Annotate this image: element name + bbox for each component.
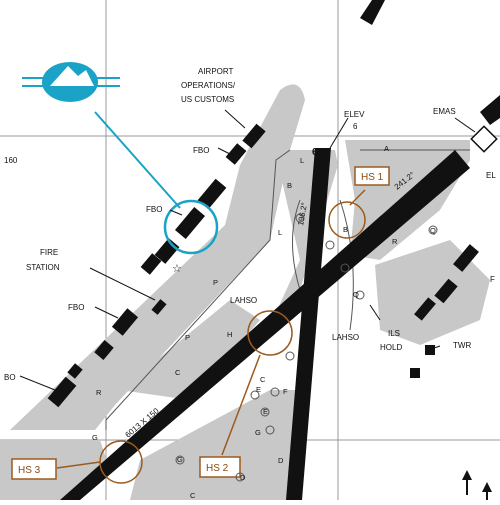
building-fbo-2 [174, 207, 206, 239]
label-runway-6l: 6L [312, 147, 324, 158]
taxiway-letter: L [278, 228, 282, 237]
taxiway-letter: P [213, 278, 218, 287]
label-airport-ops-2: OPERATIONS/ [181, 81, 236, 90]
label-emas: EMAS [433, 107, 456, 116]
emas-marker [470, 125, 498, 153]
taxiway-letter: L [300, 156, 304, 165]
star-marker: ☆ [172, 263, 182, 275]
label-airport-ops-1: AIRPORT [198, 67, 234, 76]
label-fbo-mid: FBO [146, 205, 162, 214]
hotspots [56, 189, 366, 484]
building-fbo-1 [197, 178, 227, 210]
building-east-2 [434, 278, 458, 304]
north-arrow-icon [462, 470, 472, 495]
label-fire-station-2: STATION [26, 263, 60, 272]
taxiway-letter: D [278, 456, 284, 465]
hotspot-box-2 [199, 456, 241, 478]
taxiway-letter: D [240, 473, 246, 482]
taxiway-letter: Q [430, 226, 436, 235]
mountain-icon [50, 66, 94, 86]
runway-6013x150 [60, 150, 470, 500]
label-right-f: F [490, 275, 495, 284]
north-arrows [462, 470, 492, 500]
taxiway-letter: G [255, 428, 261, 437]
taxiway-letter: B [287, 181, 292, 190]
leader-lines [19, 109, 476, 391]
callout-circle [163, 199, 219, 255]
taxiway-letter: E [256, 385, 261, 394]
callout-group [22, 62, 219, 255]
building-tower [425, 345, 435, 355]
west-taxi-strip [120, 300, 260, 400]
hotspot-circle-2 [247, 310, 293, 356]
main-apron [10, 84, 305, 430]
label-elev-right: EL [486, 171, 496, 180]
label-heading-left: 160 [4, 156, 18, 165]
building-fbo-4 [140, 253, 162, 275]
runway-top-right [360, 0, 385, 25]
building-southeast [410, 368, 420, 378]
taxiway-letter: Q [353, 290, 359, 299]
building-west-2 [47, 376, 77, 408]
taxiway-letter: H [227, 330, 232, 339]
label-airport-ops-3: US CUSTOMS [181, 95, 234, 104]
north-arrow-icon-2 [482, 482, 492, 500]
taxiway-letters: L L B B A R Q P P H G C C F G G E D G D … [92, 144, 436, 500]
label-ils-hold-2: HOLD [380, 343, 402, 352]
paved-areas [0, 84, 490, 500]
taxiway-letter: A [384, 144, 389, 153]
taxiway-letter: F [283, 387, 288, 396]
building-west-1 [67, 363, 83, 379]
hotspot-box-3 [11, 458, 57, 480]
runways [60, 0, 500, 500]
hotspot-box-1 [354, 166, 390, 186]
label-lahso-lower: LAHSO [332, 333, 359, 342]
hotspot-label-2: HS 2 [206, 463, 229, 474]
label-fbo-bottom: BO [4, 373, 16, 382]
south-apron [130, 390, 300, 500]
buildings [47, 123, 498, 408]
label-fire-station-1: FIRE [40, 248, 58, 257]
taxiway-letter: B [312, 191, 317, 200]
taxiway-letter: C [190, 491, 196, 500]
taxiway-letter: G [241, 345, 247, 354]
taxiway-letter: C [175, 368, 181, 377]
building-fbo-left-2 [94, 340, 114, 360]
taxiway-letter: S [372, 228, 377, 237]
runway-6l-24r [286, 148, 331, 500]
taxiway-letter: P [185, 333, 190, 342]
taxiway-letter: G [92, 433, 98, 442]
hotspot-circle-1 [328, 201, 366, 239]
hotspot-label-1: HS 1 [361, 172, 384, 183]
label-fbo-left: FBO [68, 303, 84, 312]
hotspot-label-3: HS 3 [18, 465, 41, 476]
label-lahso-upper: LAHSO [230, 296, 257, 305]
taxiway-letter: E [263, 407, 268, 416]
taxi-markers [175, 213, 438, 482]
label-elev-2: 6 [353, 122, 358, 131]
building-east-3 [414, 297, 436, 321]
building-ops-1 [242, 123, 266, 149]
taxiway-letter: B [343, 225, 348, 234]
runway-top-right-2 [480, 95, 500, 125]
label-heading-196: 196.2° [296, 202, 309, 226]
building-ops-2 [225, 143, 247, 165]
label-tower: TWR [453, 341, 471, 350]
taxiway-letter: G [177, 455, 183, 464]
taxiway-letter: R [392, 237, 398, 246]
taxiway-letter: R [96, 388, 102, 397]
building-fbo-left-1 [111, 308, 139, 336]
taxiway-letter: C [260, 375, 266, 384]
label-fbo-top: FBO [193, 146, 209, 155]
building-east-1 [453, 244, 479, 272]
label-ils-hold-1: ILS [388, 329, 400, 338]
hotspot-labels: HS 1 HS 2 HS 3 [11, 166, 390, 480]
building-fire-station [151, 299, 167, 315]
label-elev-1: ELEV [344, 110, 365, 119]
